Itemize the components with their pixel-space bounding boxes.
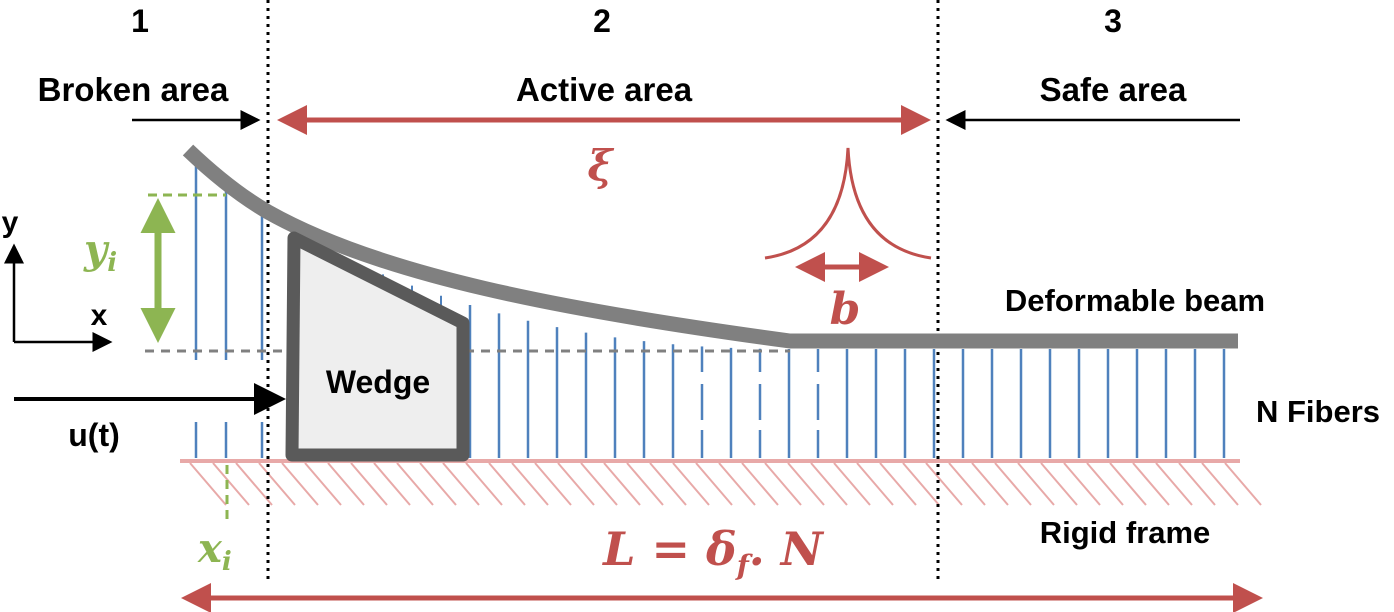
hatch-mark	[488, 462, 526, 506]
hatch-mark	[856, 462, 894, 506]
zone-3-name: Safe area	[1040, 71, 1187, 108]
hatch-mark	[465, 462, 503, 506]
hatch-mark	[442, 462, 480, 506]
hatch-mark	[971, 462, 1009, 506]
hatch-mark	[557, 462, 595, 506]
hatch-mark	[1178, 462, 1216, 506]
wedge-label: Wedge	[326, 364, 430, 400]
hatch-mark	[649, 462, 687, 506]
zone-2-number: 2	[593, 3, 611, 39]
xi-symbol: ξ	[588, 141, 615, 190]
fibers-label: N Fibers	[1256, 394, 1380, 429]
hatch-mark	[281, 462, 319, 506]
hatch-mark	[534, 462, 572, 506]
hatch-mark	[718, 462, 756, 506]
hatch-mark	[1132, 462, 1170, 506]
hatch-mark	[304, 462, 342, 506]
hatch-mark	[511, 462, 549, 506]
hatch-mark	[833, 462, 871, 506]
hatch-mark	[741, 462, 779, 506]
hatch-mark	[1040, 462, 1078, 506]
hatch-mark	[879, 462, 917, 506]
hatch-mark	[350, 462, 388, 506]
hatch-mark	[580, 462, 618, 506]
hatch-mark	[626, 462, 664, 506]
hatch-mark	[695, 462, 733, 506]
rigid-frame-hatch	[189, 462, 1262, 506]
hatch-mark	[994, 462, 1032, 506]
length-formula: L = δf. N	[601, 522, 825, 582]
hatch-mark	[1086, 462, 1124, 506]
xi-label: xi	[197, 525, 232, 577]
b-symbol: b	[830, 284, 861, 335]
hatch-mark	[1224, 462, 1262, 506]
hatch-mark	[948, 462, 986, 506]
x-axis-label: x	[91, 299, 108, 332]
hatch-mark	[189, 462, 227, 506]
y-axis-label: y	[2, 206, 19, 239]
hatch-mark	[810, 462, 848, 506]
hatch-mark	[902, 462, 940, 506]
hatch-mark	[1063, 462, 1101, 506]
hatch-mark	[419, 462, 457, 506]
hatch-mark	[787, 462, 825, 506]
wedge	[285, 231, 470, 462]
load-label: u(t)	[68, 417, 120, 453]
hatch-mark	[603, 462, 641, 506]
hatch-mark	[258, 462, 296, 506]
kernel-curve	[764, 147, 932, 260]
hatch-mark	[235, 462, 273, 506]
hatch-mark	[1155, 462, 1193, 506]
frame-label: Rigid frame	[1040, 515, 1211, 550]
deformable-beam	[182, 144, 1238, 349]
zone-1-name: Broken area	[38, 71, 229, 108]
zone-1-number: 1	[131, 3, 149, 39]
hatch-mark	[212, 462, 250, 506]
hatch-mark	[764, 462, 802, 506]
zone-2-name: Active area	[516, 71, 693, 108]
axes	[3, 243, 113, 352]
hatch-mark	[1017, 462, 1055, 506]
hatch-mark	[396, 462, 434, 506]
zone-3-number: 3	[1104, 3, 1122, 39]
hatch-mark	[925, 462, 963, 506]
yi-label: yi	[83, 226, 117, 278]
hatch-mark	[1109, 462, 1147, 506]
hatch-mark	[1201, 462, 1239, 506]
hatch-mark	[327, 462, 365, 506]
hatch-mark	[672, 462, 710, 506]
hatch-mark	[373, 462, 411, 506]
beam-label: Deformable beam	[1005, 283, 1265, 318]
